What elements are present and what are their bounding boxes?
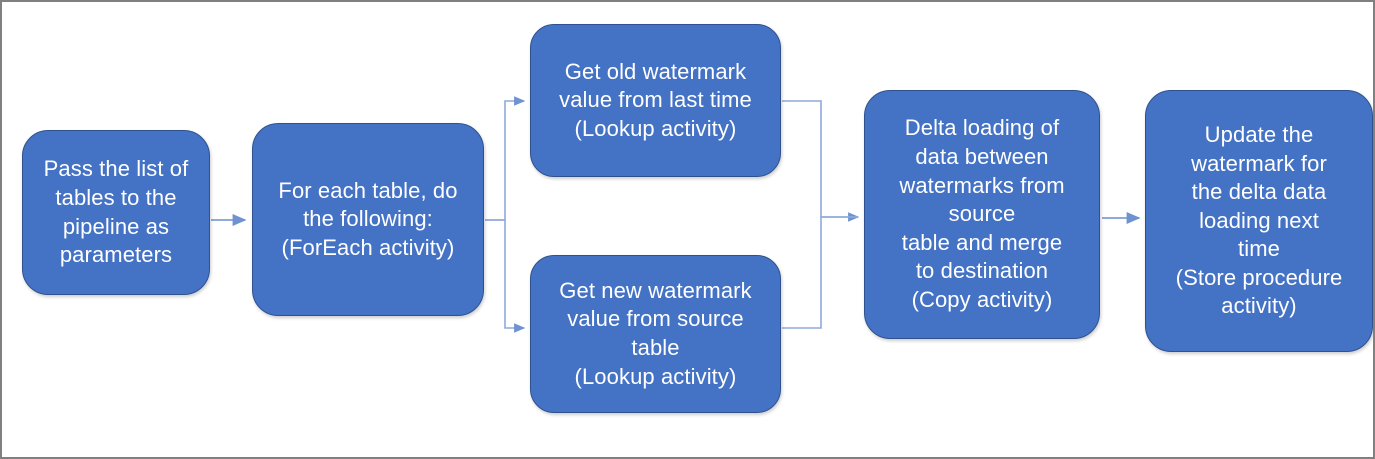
node-delta-loading[interactable]: Delta loading of data between watermarks… <box>864 90 1100 339</box>
node-update-watermark[interactable]: Update the watermark for the delta data … <box>1145 90 1373 352</box>
node-get-new-watermark[interactable]: Get new watermark value from source tabl… <box>530 255 781 413</box>
connector-old-watermark-to-delta <box>782 100 860 222</box>
node-pass-tables[interactable]: Pass the list of tables to the pipeline … <box>22 130 210 295</box>
connector-foreach-to-old-watermark <box>485 96 526 221</box>
connector-new-watermark-to-delta <box>782 216 858 329</box>
node-get-old-watermark[interactable]: Get old watermark value from last time (… <box>530 24 781 177</box>
node-for-each[interactable]: For each table, do the following: (ForEa… <box>252 123 484 316</box>
connector-foreach-to-new-watermark <box>485 219 526 333</box>
